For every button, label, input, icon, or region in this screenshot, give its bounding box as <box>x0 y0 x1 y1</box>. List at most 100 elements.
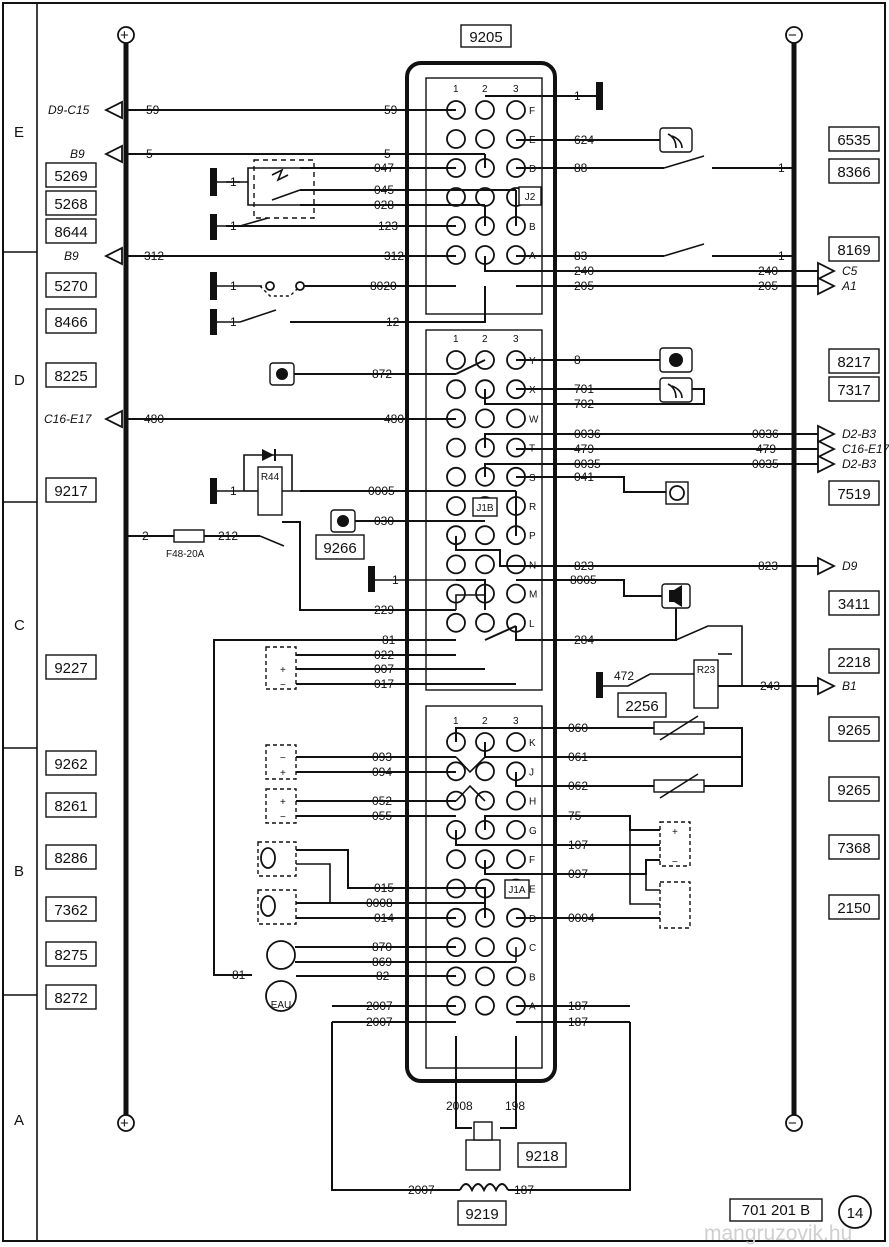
connector-column-label: 1 <box>453 84 459 95</box>
fuse-label: F48-20A <box>166 549 205 560</box>
wire-number: 8020 <box>370 279 397 293</box>
switch-contact <box>239 217 269 227</box>
wire-107 <box>455 830 660 846</box>
reference-box <box>45 896 97 922</box>
reference-box <box>457 1200 507 1226</box>
wire-number: 212 <box>218 529 238 543</box>
reference-box <box>45 362 97 388</box>
wire-number: 061 <box>568 750 588 764</box>
wire-number: 8 <box>574 353 581 367</box>
connector-row-label: M <box>529 590 537 601</box>
wire-link <box>645 860 660 891</box>
wire-number: 028 <box>374 198 394 212</box>
switch-contact <box>239 309 277 323</box>
wire-0036 <box>484 433 820 448</box>
connector-pin <box>475 995 495 1016</box>
wire-number: 0036 <box>752 427 779 441</box>
ground-tag: 1 <box>230 219 237 233</box>
connector-row-label: H <box>529 797 536 808</box>
wire-number: 240 <box>758 264 778 278</box>
wire-472 <box>603 673 694 687</box>
sensor-module-3 <box>265 788 297 824</box>
reference-box <box>828 590 880 616</box>
plus-symbol-bottom: + <box>120 1115 129 1132</box>
cross-reference: C16-E17 <box>44 412 93 426</box>
reference-number: 7368 <box>837 840 870 857</box>
reference-box <box>828 776 880 802</box>
ground-symbol <box>596 82 603 110</box>
connector-pin <box>475 554 495 575</box>
minus-sign: − <box>672 857 678 868</box>
wire-number: 030 <box>374 514 394 528</box>
wire-number: 472 <box>614 669 634 683</box>
minus-sign: − <box>280 753 286 764</box>
sensor-icon <box>260 847 276 869</box>
xref-arrows <box>103 100 837 696</box>
horn-624 <box>659 127 693 153</box>
wire-number: 2007 <box>408 1183 435 1197</box>
reference-box <box>828 834 880 860</box>
wire-2008 <box>455 1036 472 1129</box>
reference-number: 7317 <box>837 382 870 399</box>
wire-number: 240 <box>574 264 594 278</box>
plus-symbol-top: + <box>120 27 129 44</box>
reference-number: 7362 <box>54 902 87 919</box>
reference-number: 8217 <box>837 354 870 371</box>
cross-reference: D2-B3 <box>842 427 876 441</box>
wire-number: 480 <box>144 412 164 426</box>
terminal <box>295 281 305 291</box>
fuse-input-label: 2 <box>142 529 149 543</box>
switch-contact <box>271 189 301 201</box>
reference-number: 9219 <box>465 1206 498 1223</box>
level-sensor-label: EAU <box>271 1000 292 1011</box>
connector-pin <box>506 849 526 870</box>
warning-lamp-icon <box>337 515 349 527</box>
wire-240 <box>484 256 820 272</box>
horn-icon <box>667 383 683 399</box>
negative-terminal-bottom <box>785 1114 803 1132</box>
connector-row-label: F <box>529 106 535 117</box>
wire-041 <box>516 476 666 493</box>
reference-number: 2256 <box>625 698 658 715</box>
title-ref: 9205 <box>469 29 502 46</box>
reference-box <box>45 272 97 298</box>
page-number: 14 <box>847 1205 864 1222</box>
sensor-module-5 <box>257 889 297 925</box>
reference-box <box>517 1142 567 1168</box>
connector-row-label: G <box>529 826 537 837</box>
reference-number: 8466 <box>54 314 87 331</box>
connector-column-label: 3 <box>513 334 519 345</box>
wire-number: 284 <box>574 633 594 647</box>
buzzer-icon <box>266 940 296 970</box>
connector-pin <box>475 408 495 429</box>
connector-row-label: L <box>529 619 535 630</box>
wire-number: 022 <box>374 648 394 662</box>
connector-column-label: 2 <box>482 716 488 727</box>
connector-pin <box>506 790 526 811</box>
page-number-badge <box>838 1195 872 1229</box>
reference-number: 8261 <box>54 798 87 815</box>
positive-terminal-top <box>117 26 135 44</box>
cross-reference: B9 <box>70 147 85 161</box>
wire-062 <box>515 772 654 787</box>
reference-box <box>828 376 880 402</box>
connector-pin <box>506 583 526 604</box>
connector-column-label: 1 <box>453 334 459 345</box>
connector-j1a-name: J1A <box>508 885 526 896</box>
reference-number: 3411 <box>838 596 870 613</box>
relay-r23-contact <box>675 625 743 686</box>
cross-reference: A1 <box>841 279 857 293</box>
wire-number: 0035 <box>752 457 779 471</box>
wire-81 <box>213 639 456 976</box>
sensor-icon <box>260 895 276 917</box>
connector-pin <box>446 379 466 400</box>
connector-row-label: C <box>529 943 536 954</box>
cross-reference: D9 <box>842 559 858 573</box>
reference-box <box>828 158 880 184</box>
component-9218-coil <box>473 1121 493 1141</box>
diode-icon <box>262 449 274 461</box>
reference-number: 9227 <box>54 660 87 677</box>
connector-j2-tag <box>518 186 542 206</box>
wire-number: 094 <box>372 765 392 779</box>
